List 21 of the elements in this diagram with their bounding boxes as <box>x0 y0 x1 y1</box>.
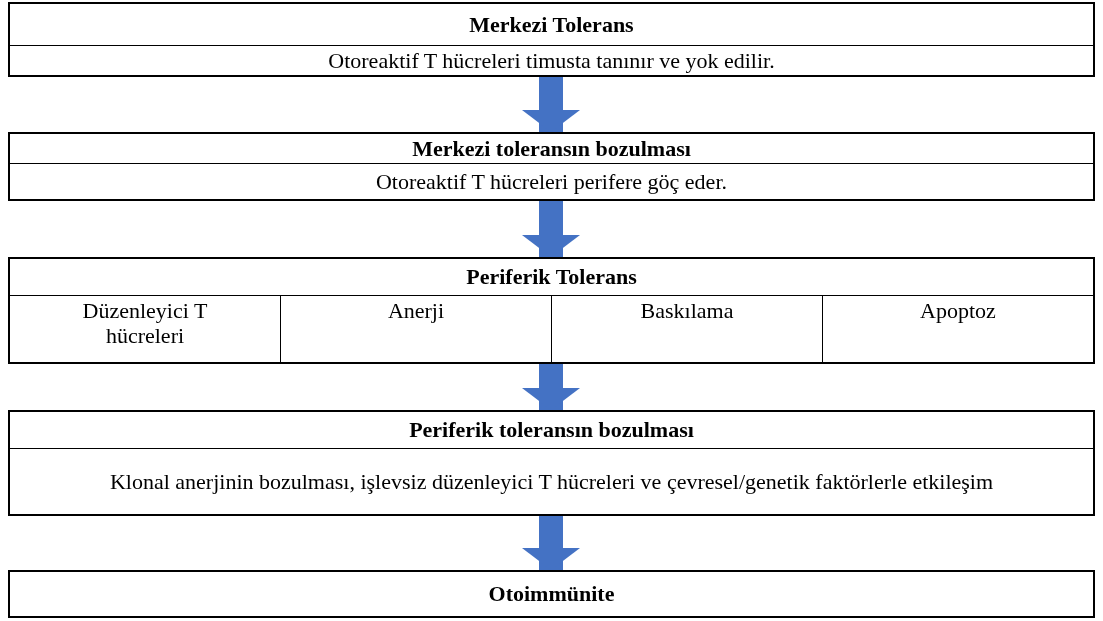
cell-text: Apoptoz <box>920 298 996 323</box>
description-text: Otoreaktif T hücreleri timusta tanınır ve yok edilir. <box>328 47 775 74</box>
heading: Merkezi toleransın bozulması <box>412 135 691 162</box>
description-text: Otoreaktif T hücreleri perifere göç eder. <box>376 168 727 195</box>
description-text: Klonal anerjinin bozulması, işlevsiz düzenleyici T hücreleri ve çevresel/genetik faktörlerle etkileşim <box>109 468 994 495</box>
table-box <box>8 257 1095 364</box>
heading: Periferik Tolerans <box>466 264 637 290</box>
table-box <box>8 410 1095 516</box>
block-arrow <box>522 516 580 570</box>
cell-text: Anerji <box>387 298 445 323</box>
cell-text: Düzenleyici T hücreleri <box>81 298 209 348</box>
block-arrow <box>522 77 580 132</box>
heading: Periferik toleransın bozulması <box>409 417 694 443</box>
table-box <box>8 2 1095 77</box>
cell-text: Baskılama <box>640 298 734 323</box>
heading: Merkezi Tolerans <box>469 11 634 38</box>
block-arrow <box>522 201 580 257</box>
table-box <box>8 570 1095 618</box>
table-box <box>8 132 1095 201</box>
heading: Otoimmünite <box>488 581 615 607</box>
block-arrow <box>522 364 580 410</box>
